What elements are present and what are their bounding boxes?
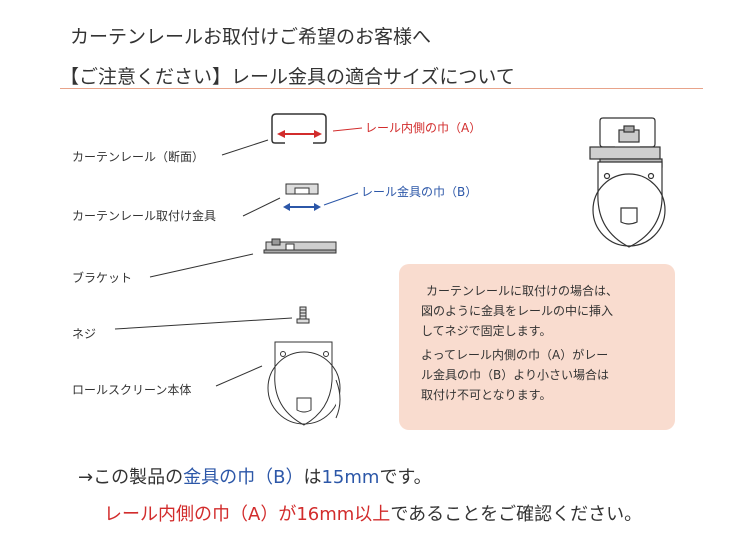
label-bracket: ブラケット: [72, 271, 133, 285]
rail-width-requirement-statement: レール内側の巾（A）が16mm以上であることをご確認ください。: [104, 500, 642, 526]
label-screw: ネジ: [72, 327, 97, 341]
note-line-1: カーテンレールに取付けの場合は、: [426, 284, 619, 298]
callout-rail-width: レール内側の巾（A）: [365, 121, 482, 135]
rail-fitting-part: [285, 183, 319, 195]
page-subtitle: 【ご注意ください】レール金具の適合サイズについて: [60, 66, 515, 88]
statement-fitting-width-value: 15mm: [321, 467, 380, 488]
rail-width-arrow: [277, 130, 322, 138]
callout-fitting-width: レール金具の巾（B）: [361, 185, 478, 199]
fitting-width-leader: [323, 192, 359, 206]
product-fitting-width-statement: →この製品の金具の巾（B）は15mmです。: [78, 463, 432, 489]
bracket-label-leader: [149, 253, 254, 278]
note-line-5: ル金具の巾（B）より小さい場合は: [421, 368, 609, 382]
label-roll-screen: ロールスクリーン本体: [72, 383, 192, 397]
bracket-part: [263, 238, 337, 254]
roll-label-leader: [215, 365, 263, 387]
requirement-rail-width-value: 16mm以上: [296, 504, 391, 525]
fitting-label-leader: [242, 197, 281, 217]
requirement-mid: が: [278, 504, 297, 525]
roll-screen-body: [267, 341, 341, 426]
page-title: カーテンレールお取付けご希望のお客様へ: [70, 26, 432, 48]
statement-mid: は: [303, 467, 322, 488]
requirement-suffix: であることをご確認ください。: [390, 504, 643, 525]
title-divider: [60, 88, 703, 89]
rail-width-leader: [332, 127, 363, 132]
rail-cross-section: [271, 113, 327, 144]
note-line-3: してネジで固定します。: [421, 324, 552, 338]
note-line-2: 図のように金具をレールの中に挿入: [421, 304, 614, 318]
note-box: [399, 264, 675, 430]
rail-label-leader: [221, 139, 269, 156]
assembled-illustration: [589, 117, 666, 248]
fitting-width-arrow: [283, 203, 321, 211]
requirement-rail-width-label: レール内側の巾（A）: [104, 504, 279, 525]
label-rail: カーテンレール（断面）: [72, 150, 205, 164]
note-line-4: よってレール内側の巾（A）がレー: [421, 348, 609, 362]
statement-prefix: →この製品の: [78, 467, 184, 488]
screw-part: [296, 306, 310, 324]
statement-suffix: です。: [379, 467, 432, 488]
screw-label-leader: [114, 317, 293, 330]
label-rail-fitting: カーテンレール取付け金具: [72, 209, 217, 223]
note-line-6: 取付け不可となります。: [421, 388, 552, 402]
statement-fitting-width-label: 金具の巾（B）: [183, 467, 304, 488]
